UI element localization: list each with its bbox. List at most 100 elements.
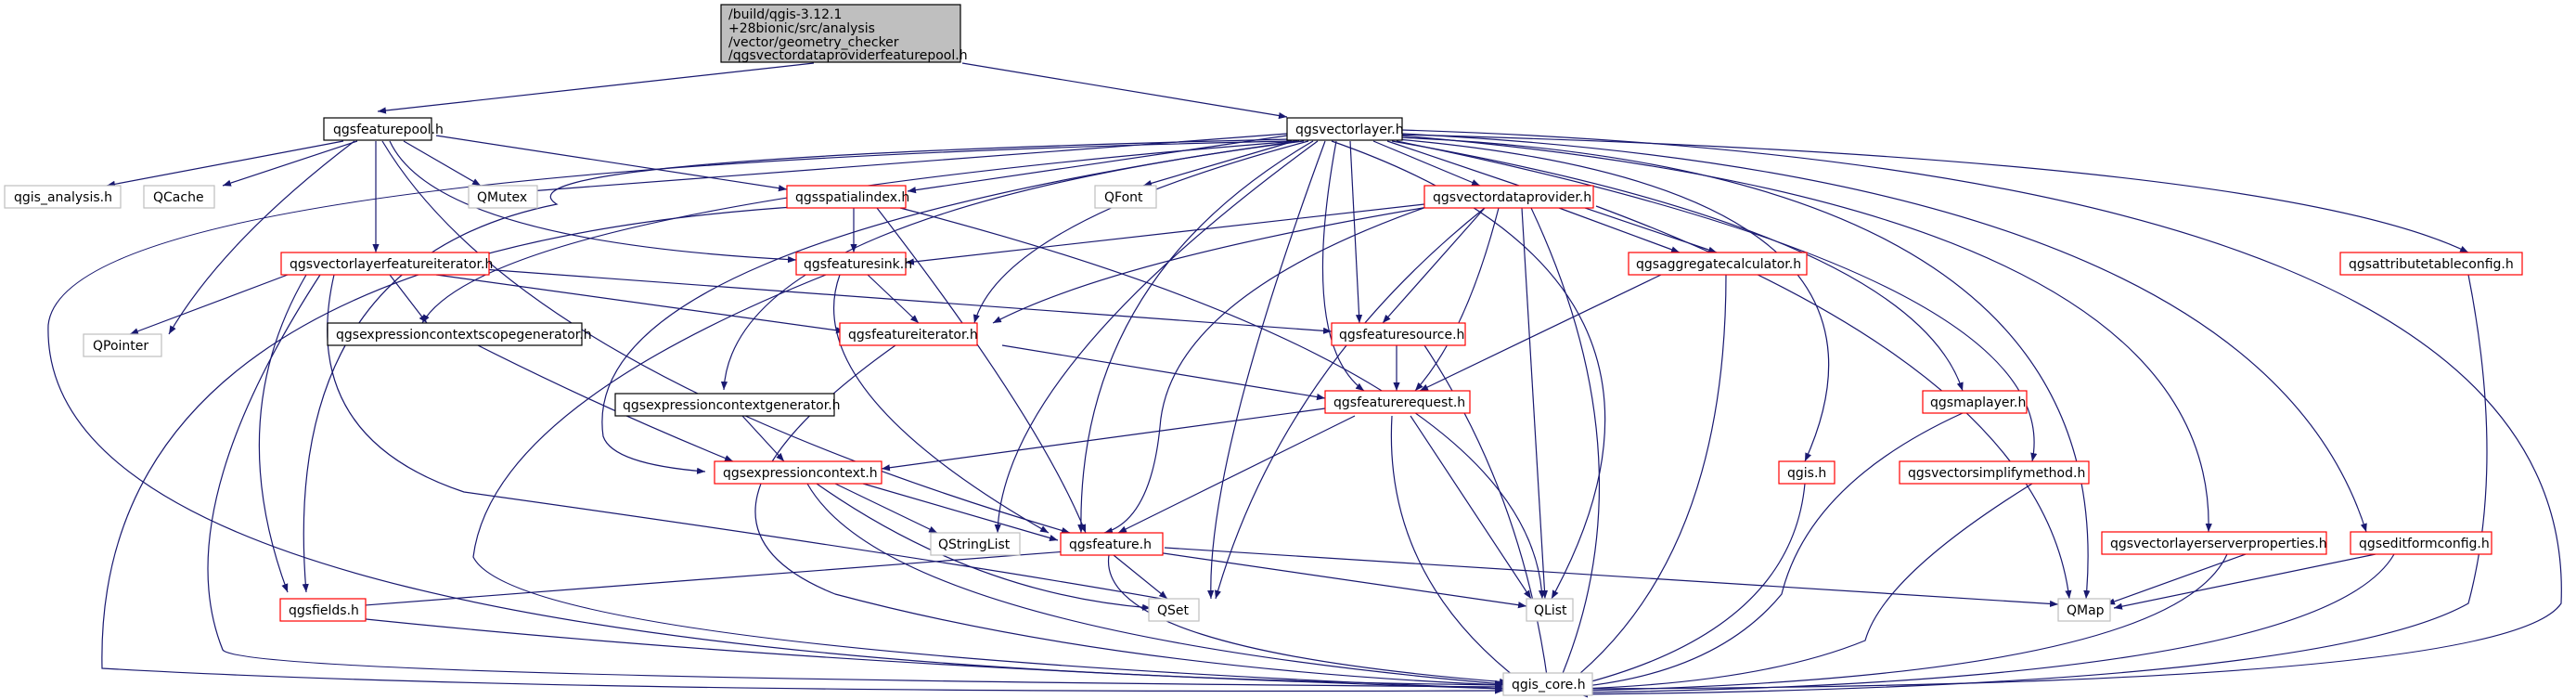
edge-featureiterator-qgiscore (754, 344, 1504, 689)
node-qgsexpressioncontextgenerator[interactable]: qgsexpressioncontextgenerator.h (614, 393, 841, 417)
edge-lfi-featuresource (482, 268, 1333, 334)
node-qgis-core[interactable]: qgis_core.h (1502, 672, 1593, 696)
node-qgsfeaturesource[interactable]: qgsfeaturesource.h (1331, 322, 1466, 346)
edge-layer-featurerequest (1321, 140, 1365, 392)
node-qgsmaplayer[interactable]: qgsmaplayer.h (1922, 390, 2028, 414)
node-qpointer[interactable]: QPointer (83, 333, 162, 357)
svg-text:qgsfeature.h: qgsfeature.h (1069, 537, 1152, 552)
node-qgis-analysis[interactable]: qgis_analysis.h (4, 185, 122, 209)
node-qgsvectorlayerfeatureiterator[interactable]: qgsvectorlayerfeatureiterator.h (280, 252, 493, 276)
edge-provider-featurerequest (1414, 207, 1500, 392)
node-qgsfeatureiterator[interactable]: qgsfeatureiterator.h (839, 322, 978, 346)
svg-text:qgsaggregatecalculator.h: qgsaggregatecalculator.h (1636, 257, 1801, 272)
root-line-1: /build/qgis-3.12.1 (728, 7, 842, 22)
svg-text:qgsvectorlayerfeatureiterator.: qgsvectorlayerfeatureiterator.h (290, 257, 493, 272)
node-qgsexpressioncontextscopegenerator[interactable]: qgsexpressioncontextscopegenerator.h (327, 322, 592, 346)
edge-spatialindex-qgiscore (101, 205, 1504, 694)
node-qgseditformconfig[interactable]: qgseditformconfig.h (2350, 531, 2492, 555)
edge-scopegen-expressioncontext (477, 344, 734, 462)
svg-text:qgsexpressioncontext.h: qgsexpressioncontext.h (723, 466, 878, 481)
edge-lfi-qset (327, 274, 1189, 605)
node-qmap[interactable]: QMap (2057, 598, 2111, 622)
edge-layer-qstringlist (994, 140, 1319, 534)
edge-root-qgsfeaturepool (377, 62, 815, 114)
edge-pool-feature (381, 140, 1071, 534)
svg-text:+28bionic/src/analysis: +28bionic/src/analysis (728, 21, 875, 36)
edge-provider-aggregate (1558, 207, 1681, 253)
edge-fields-qgiscore (347, 616, 1504, 693)
edge-lfi-scopegenerator (389, 274, 428, 324)
node-qgsexpressioncontext[interactable]: qgsexpressioncontext.h (714, 460, 882, 485)
node-qset[interactable]: QSet (1148, 598, 1200, 622)
edge-provider-feature (1103, 205, 1430, 535)
node-qgsfeaturepool[interactable]: qgsfeaturepool.h (323, 117, 444, 141)
node-qcache[interactable]: QCache (143, 185, 215, 209)
svg-text:qgseditformconfig.h: qgseditformconfig.h (2359, 537, 2490, 551)
edge-root-qgsvectorlayer (961, 62, 1288, 120)
node-qgsaggregatecalculator[interactable]: qgsaggregatecalculator.h (1628, 252, 1808, 276)
edge-aggregate-featurerequest (1419, 274, 1662, 392)
edge-provider-featureiterator (992, 205, 1435, 324)
edge-feature-fields (352, 550, 1068, 609)
edge-feature-qlist (1150, 550, 1527, 609)
node-qlist[interactable]: QList (1526, 598, 1574, 622)
node-qgsfeaturesink[interactable]: qgsfeaturesink.h (795, 252, 912, 276)
edge-ctxgen-expressioncontext (741, 415, 785, 462)
edge-request-qlist (1410, 415, 1532, 600)
edge-request-qgiscore (1390, 415, 1523, 683)
edge-attrtable-qgiscore (1578, 274, 2488, 698)
edge-lfi-qgiscore (207, 274, 1504, 691)
node-qgis[interactable]: qgis.h (1778, 460, 1835, 485)
svg-text:qgsmaplayer.h: qgsmaplayer.h (1930, 395, 2026, 410)
node-qmutex[interactable]: QMutex (468, 185, 538, 209)
node-qgsfields[interactable]: qgsfields.h (279, 598, 367, 622)
edge-feature-qset (1113, 554, 1168, 600)
node-qgsvectorlayer[interactable]: qgsvectorlayer.h (1286, 117, 1404, 141)
svg-text:qgsexpressioncontextscopegener: qgsexpressioncontextscopegenerator.h (336, 328, 592, 343)
edge-editform-qgiscore (1578, 553, 2395, 696)
edge-layer-fields (302, 138, 1291, 593)
edge-pool-spatialindex (435, 135, 788, 192)
node-qgsattributetableconfig[interactable]: qgsattributetableconfig.h (2339, 252, 2523, 276)
edge-layer-featuresource (1349, 140, 1363, 324)
edge-pool-qcache (222, 140, 358, 187)
edge-featureiterator-featurerequest (1001, 344, 1326, 401)
node-qgsvectordataprovider[interactable]: qgsvectordataprovider.h (1423, 185, 1594, 209)
dependency-edges (47, 62, 2562, 698)
svg-text:qgis_analysis.h: qgis_analysis.h (14, 190, 112, 205)
edge-layer-qgiscore (47, 140, 1504, 689)
node-qgsfeaturerequest[interactable]: qgsfeaturerequest.h (1324, 390, 1471, 414)
edge-pool-qpointer (168, 140, 355, 335)
edge-provider-featuresink (905, 203, 1425, 265)
header-file-nodes: /build/qgis-3.12.1 +28bionic/src/analysi… (4, 4, 2523, 696)
edge-editform-qmap (2113, 553, 2376, 610)
edge-server-qgiscore (1578, 553, 2228, 694)
edge-sink-featureiterator (867, 274, 920, 324)
edge-layer-scopegenerator (421, 140, 1298, 324)
node-qfont[interactable]: QFont (1094, 185, 1157, 209)
edge-layer-qlist (1331, 140, 1606, 600)
svg-text:qgsvectorlayer.h: qgsvectorlayer.h (1295, 123, 1404, 137)
node-qstringlist[interactable]: QStringList (930, 532, 1021, 556)
edge-layer-dataprovider (1372, 140, 1481, 187)
node-root-file[interactable]: /build/qgis-3.12.1 +28bionic/src/analysi… (720, 4, 968, 63)
svg-text:QCache: QCache (153, 190, 204, 205)
svg-text:/vector/geometry_checker: /vector/geometry_checker (728, 35, 899, 50)
node-qgsfeature[interactable]: qgsfeature.h (1060, 532, 1164, 556)
svg-text:qgsfeaturesource.h: qgsfeaturesource.h (1339, 328, 1464, 343)
edge-layer-spatialindex (907, 135, 1288, 194)
svg-text:qgsexpressioncontextgenerator.: qgsexpressioncontextgenerator.h (623, 398, 841, 413)
svg-text:QMap: QMap (2067, 603, 2105, 618)
svg-text:qgis_core.h: qgis_core.h (1512, 678, 1586, 693)
root-line-2: +28bionic/src/analysis (728, 21, 875, 36)
svg-text:qgsfeaturerequest.h: qgsfeaturerequest.h (1333, 395, 1465, 410)
svg-text:qgsvectorlayerserverproperties: qgsvectorlayerserverproperties.h (2110, 537, 2327, 551)
node-qgsvectorlayerserverproperties[interactable]: qgsvectorlayerserverproperties.h (2101, 531, 2327, 555)
svg-text:QPointer: QPointer (93, 339, 148, 354)
node-qgsspatialindex[interactable]: qgsspatialindex.h (786, 185, 909, 209)
edge-sink-feature (832, 274, 1050, 534)
node-qgsvectorsimplifymethod[interactable]: qgsvectorsimplifymethod.h (1899, 460, 2090, 485)
edge-spatialindex-qlist (899, 207, 1546, 600)
edge-lfi-fields (258, 274, 307, 593)
